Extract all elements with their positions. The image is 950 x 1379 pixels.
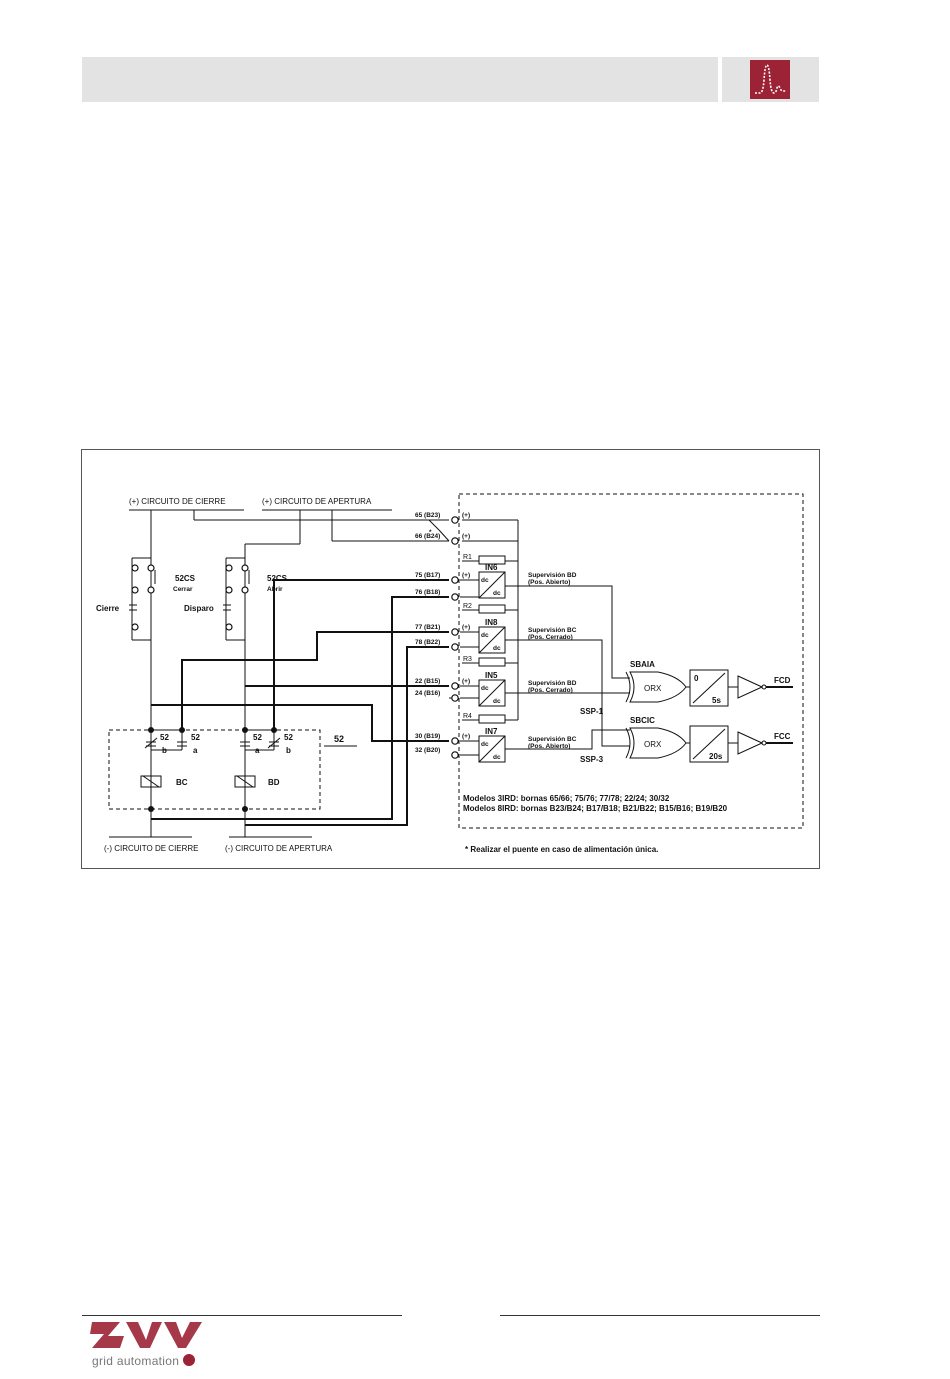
output-fcd: FCD [774,676,791,685]
switch-trip-mode: Abrir [267,586,283,593]
input-desc-2: (Pos. Cerrado) [528,634,573,641]
input-desc-2: (Pos. Abierto) [528,743,570,750]
terminal-polarity: (+) [462,733,470,740]
ssp-1-label: SSP-1 [580,707,604,716]
timer-2-bottom: 20s [709,752,723,761]
label-closing-positive: (+) CIRCUITO DE CIERRE [129,497,226,506]
contact-2-type: a [193,746,198,755]
timer-1-top: 0 [694,674,699,683]
terminal-polarity: (+) [462,512,470,519]
models-line-1: Modelos 3IRD: bornas 65/66; 75/76; 77/78… [463,794,670,803]
terminal-label: 32 (B20) [415,747,440,754]
brand-dot-icon [183,1354,195,1366]
input-bottom: dc [493,645,501,652]
coil-bd-label: BD [268,778,280,787]
resistor-r2: R2 [463,603,472,610]
contact-1-type: b [162,746,167,755]
terminal-label: 22 (B15) [415,678,440,685]
output-fcc: FCC [774,732,791,741]
input-desc-2: (Pos. Cerrado) [528,687,573,694]
terminal-polarity: (+) [462,624,470,631]
contact-1-num: 52 [160,733,169,742]
header-bar [82,57,718,102]
breaker-box [108,729,321,810]
terminal-label: 76 (B18) [415,589,440,596]
input-name: IN6 [485,563,498,572]
terminal-label: 78 (B22) [415,639,440,646]
resistor-r3: R3 [463,656,472,663]
input-bottom: dc [493,590,501,597]
input-top: dc [481,577,489,584]
input-name: IN5 [485,671,498,680]
timer-1-bottom: 5s [712,696,721,705]
input-top: dc [481,685,489,692]
schematic: (+) CIRCUITO DE CIERRE (+) CIRCUITO DE A… [96,493,804,854]
contact-3-num: 52 [253,733,262,742]
ssp-3-label: SSP-3 [580,755,604,764]
input-desc-1: Supervisión BD [528,572,577,579]
input-top: dc [481,632,489,639]
label-closing-negative: (-) CIRCUITO DE CIERRE [104,844,199,853]
terminal-polarity: (+) [462,533,470,540]
wiring-diagram: (+) CIRCUITO DE CIERRE (+) CIRCUITO DE A… [81,449,820,869]
contact-2-num: 52 [191,733,200,742]
label-opening-negative: (-) CIRCUITO DE APERTURA [225,844,333,853]
header-logo [722,57,819,102]
terminal-polarity: (+) [462,572,470,579]
terminal-label: 30 (B19) [415,733,440,740]
terminal-polarity: (+) [462,678,470,685]
footer-rule-right [500,1315,820,1316]
jumper-mark: * [429,529,432,536]
switch-trip-label: Disparo [184,604,214,613]
switch-close-label: Cierre [96,604,120,613]
switch-close-mode: Cerrar [173,586,193,593]
input-desc-1: Supervisión BD [528,680,577,687]
gate-1-label: ORX [644,684,662,693]
input-desc-2: (Pos. Abierto) [528,579,570,586]
gate-2-label: ORX [644,740,662,749]
terminal-label: 24 (B16) [415,690,440,697]
relay-box [458,493,804,829]
input-name: IN7 [485,727,498,736]
input-bottom: dc [493,754,501,761]
company-caption: grid automation [92,1354,180,1368]
terminal-label: 66 (B24) [415,533,440,540]
terminal-label: 77 (B21) [415,624,440,631]
footer-rule-left [82,1315,402,1316]
switch-trip-id: 52CS [267,574,288,583]
input-name: IN8 [485,618,498,627]
resistor-r4: R4 [463,713,472,720]
resistor-r1: R1 [463,554,472,561]
footnote: * Realizar el puente en caso de alimenta… [465,845,658,854]
company-logo [90,1318,205,1374]
terminal-label: 65 (B23) [415,512,440,519]
models-line-2: Modelos 8IRD: bornas B23/B24; B17/B18; B… [463,804,728,813]
waveform-icon [750,60,790,99]
coil-bc-label: BC [176,778,188,787]
label-opening-positive: (+) CIRCUITO DE APERTURA [262,497,372,506]
input-bottom: dc [493,698,501,705]
input-top: dc [481,741,489,748]
signal-sbaia: SBAIA [630,660,655,669]
input-desc-1: Supervisión BC [528,627,577,634]
contact-4-num: 52 [284,733,293,742]
input-desc-1: Supervisión BC [528,736,577,743]
signal-sbcic: SBCIC [630,716,655,725]
switch-close-id: 52CS [175,574,196,583]
contact-3-type: a [255,746,260,755]
breaker-label: 52 [334,734,344,744]
terminal-label: 75 (B17) [415,572,440,579]
contact-4-type: b [286,746,291,755]
